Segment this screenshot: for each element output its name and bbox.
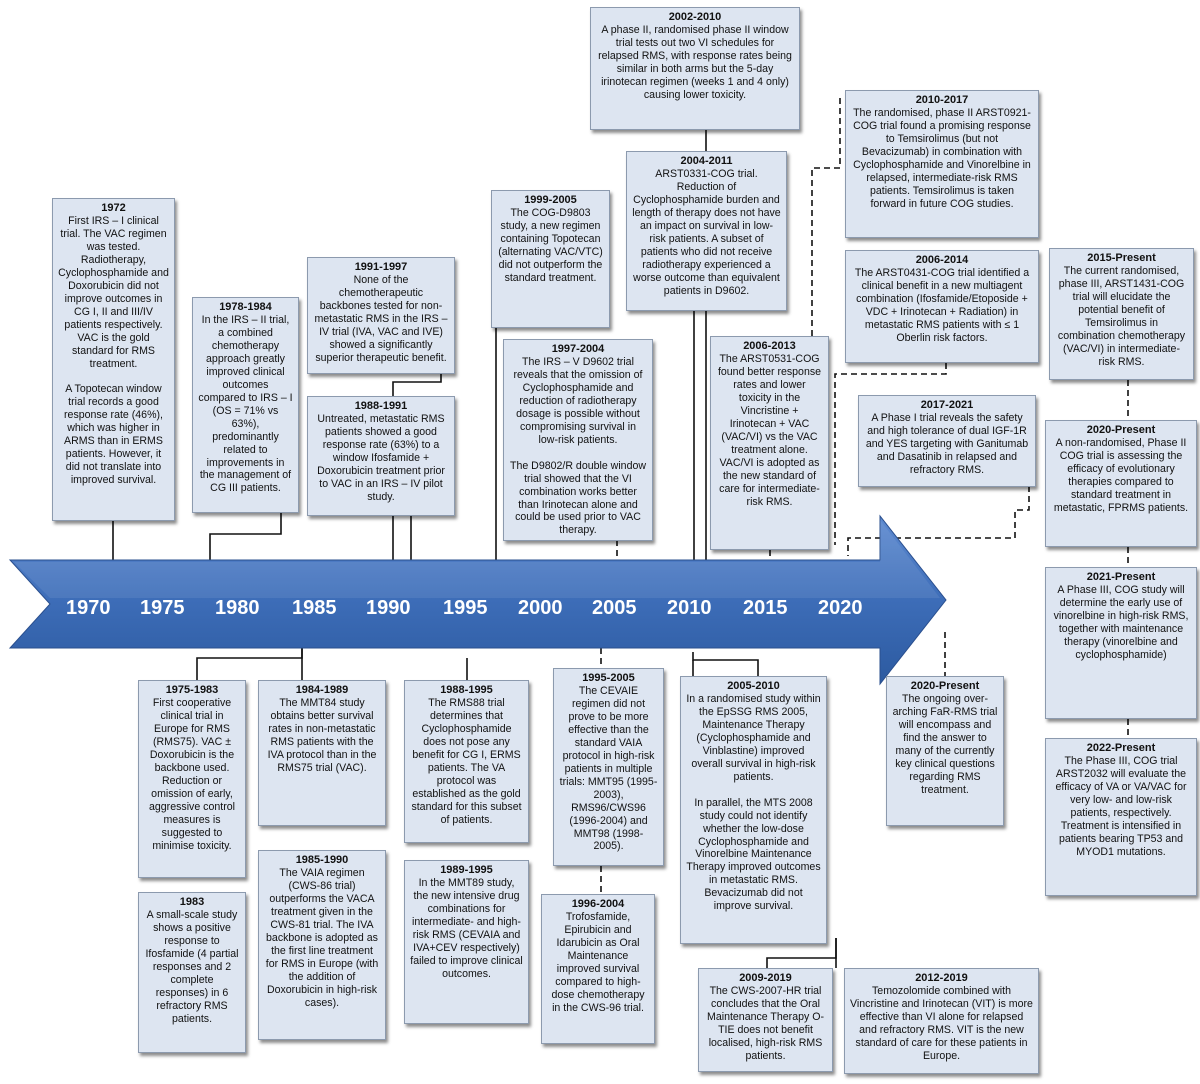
event-heading: 1978-1984	[219, 301, 272, 313]
year-label-1970: 1970	[66, 597, 111, 619]
event-text: The ongoing over-arching FaR-RMS trial w…	[892, 693, 998, 796]
event-box-2006-2013: 2006-2013 The ARST0531-COG found better …	[710, 336, 829, 550]
event-heading: 2020-Present	[910, 680, 980, 692]
event-box-1972: 1972 First IRS – I clinical trial. The V…	[52, 198, 175, 521]
event-heading: 1985-1990	[295, 854, 349, 866]
event-text: The randomised, phase II ARST0921-COG tr…	[853, 107, 1031, 210]
event-text: The Phase III, COG trial ARST2032 will e…	[1055, 755, 1187, 858]
event-heading: 2002-2010	[668, 11, 722, 23]
event-text: Untreated, metastatic RMS patients showe…	[317, 413, 445, 503]
event-heading: 2022-Present	[1086, 742, 1156, 754]
event-text: First cooperative clinical trial in Euro…	[149, 697, 235, 852]
event-heading: 2012-2019	[915, 972, 968, 984]
event-box-1996-2004: 1996-2004 Trofosfamide, Epirubicin and I…	[541, 894, 655, 1044]
event-heading: 1991-1997	[354, 261, 408, 273]
event-heading: 2005-2010	[727, 680, 780, 692]
year-label-1985: 1985	[292, 597, 337, 619]
event-heading: 1989-1995	[440, 864, 493, 876]
event-box-1975-1983: 1975-1983 First cooperative clinical tri…	[138, 680, 246, 878]
event-heading: 1983	[179, 896, 205, 908]
event-heading: 1972	[101, 202, 126, 214]
event-heading: 1997-2004	[551, 343, 605, 355]
event-box-2017-2021: 2017-2021 A Phase I trial reveals the sa…	[858, 395, 1036, 487]
event-text: In the IRS – II trial, a combined chemot…	[198, 314, 293, 495]
event-text: ARST0331-COG trial. Reduction of Cycloph…	[632, 168, 781, 297]
event-box-1999-2005: 1999-2005 The COG-D9803 study, a new reg…	[491, 190, 610, 328]
event-box-2021-present: 2021-Present A Phase III, COG study will…	[1045, 567, 1197, 719]
event-box-1983: 1983 A small-scale study shows a positiv…	[138, 892, 246, 1053]
event-heading: 1988-1991	[354, 400, 408, 412]
year-label-1995: 1995	[443, 597, 488, 619]
event-text: The RMS88 trial determines that Cyclopho…	[411, 697, 522, 826]
event-heading: 1975-1983	[165, 684, 219, 696]
event-box-1984-1989: 1984-1989 The MMT84 study obtains better…	[258, 680, 386, 826]
timeline-arrow	[8, 514, 947, 686]
year-label-1990: 1990	[366, 597, 411, 619]
event-heading: 1984-1989	[295, 684, 349, 696]
year-label-2020: 2020	[818, 597, 863, 619]
event-heading: 2020-Present	[1086, 424, 1156, 436]
event-heading: 2010-2017	[915, 94, 969, 106]
year-label-2010: 2010	[667, 597, 712, 619]
year-label-2000: 2000	[518, 597, 563, 619]
event-text: A small-scale study shows a positive res…	[145, 909, 239, 1025]
event-text: A non-randomised, Phase II COG trial is …	[1053, 437, 1189, 515]
event-heading: 1999-2005	[524, 194, 577, 206]
event-text: The MMT84 study obtains better survival …	[267, 697, 377, 775]
event-box-2015-present: 2015-Present The current randomised, pha…	[1049, 248, 1194, 380]
event-heading: 2017-2021	[920, 399, 974, 411]
event-box-1997-2004: 1997-2004 The IRS – V D9602 trial reveal…	[503, 339, 653, 541]
event-text: In a randomised study within the EpSSG R…	[686, 693, 821, 913]
event-text: None of the chemotherapeutic backbones t…	[314, 274, 448, 364]
event-heading: 2021-Present	[1086, 571, 1156, 583]
event-text: A phase II, randomised phase II window t…	[598, 24, 792, 102]
event-box-1985-1990: 1985-1990 The VAIA regimen (CWS-86 trial…	[258, 850, 386, 1040]
event-box-1991-1997: 1991-1997 None of the chemotherapeutic b…	[307, 257, 455, 374]
event-text: The COG-D9803 study, a new regimen conta…	[498, 207, 603, 285]
event-box-2006-2014: 2006-2014 The ARST0431-COG trial identif…	[845, 250, 1039, 363]
event-heading: 1988-1995	[440, 684, 493, 696]
event-text: The ARST0431-COG trial identified a clin…	[854, 267, 1030, 345]
event-text: A Phase III, COG study will determine th…	[1053, 584, 1189, 662]
year-label-1980: 1980	[215, 597, 260, 619]
event-heading: 2009-2019	[739, 972, 792, 984]
event-heading: 2006-2013	[743, 340, 796, 352]
event-heading: 1996-2004	[571, 898, 625, 910]
event-box-2020-present-far-rms: 2020-Present The ongoing over-arching Fa…	[886, 676, 1004, 826]
event-box-2010-2017: 2010-2017 The randomised, phase II ARST0…	[845, 90, 1039, 238]
event-box-1995-2005: 1995-2005 The CEVAIE regimen did not pro…	[553, 668, 664, 866]
event-box-1988-1995: 1988-1995 The RMS88 trial determines tha…	[404, 680, 529, 843]
event-text: The CEVAIE regimen did not prove to be m…	[559, 685, 658, 853]
event-text: The IRS – V D9602 trial reveals that the…	[509, 356, 647, 537]
year-label-1975: 1975	[140, 597, 185, 619]
event-box-2005-2010: 2005-2010 In a randomised study within t…	[680, 676, 827, 944]
event-box-1989-1995: 1989-1995 In the MMT89 study, the new in…	[404, 860, 529, 1024]
event-heading: 1995-2005	[582, 672, 635, 684]
event-text: The CWS-2007-HR trial concludes that the…	[707, 985, 824, 1063]
event-box-2004-2011: 2004-2011 ARST0331-COG trial. Reduction …	[626, 151, 787, 311]
event-heading: 2015-Present	[1087, 252, 1156, 264]
event-text: In the MMT89 study, the new intensive dr…	[410, 877, 523, 980]
event-box-2009-2019: 2009-2019 The CWS-2007-HR trial conclude…	[698, 968, 833, 1072]
event-text: A Phase I trial reveals the safety and h…	[865, 412, 1029, 477]
event-text: The VAIA regimen (CWS-86 trial) outperfo…	[265, 867, 379, 1009]
event-box-2012-2019: 2012-2019 Temozolomide combined with Vin…	[844, 968, 1039, 1074]
event-heading: 2006-2014	[915, 254, 969, 266]
event-text: Trofosfamide, Epirubicin and Idarubicin …	[551, 911, 645, 1014]
event-text: The ARST0531-COG found better response r…	[717, 353, 822, 508]
event-text: Temozolomide combined with Vincristine a…	[850, 985, 1033, 1063]
event-box-2002-2010: 2002-2010 A phase II, randomised phase I…	[590, 7, 800, 130]
event-box-1988-1991: 1988-1991 Untreated, metastatic RMS pati…	[307, 396, 455, 516]
event-box-2020-present-cog: 2020-Present A non-randomised, Phase II …	[1045, 420, 1197, 547]
event-heading: 2004-2011	[680, 155, 733, 167]
year-label-2005: 2005	[592, 597, 637, 619]
event-box-1978-1984: 1978-1984 In the IRS – II trial, a combi…	[192, 297, 299, 513]
event-box-2022-present: 2022-Present The Phase III, COG trial AR…	[1045, 738, 1197, 896]
year-label-2015: 2015	[743, 597, 788, 619]
event-text: First IRS – I clinical trial. The VAC re…	[58, 215, 169, 486]
event-text: The current randomised, phase III, ARST1…	[1057, 265, 1186, 368]
